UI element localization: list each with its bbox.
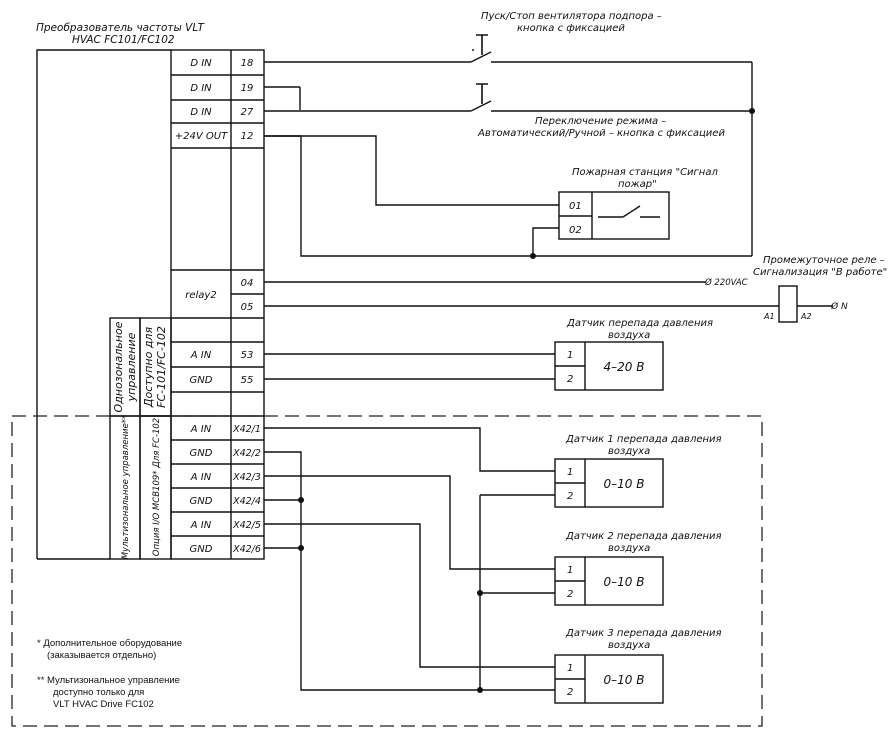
converter-title-line1: Преобразователь частоты VLT [36,22,205,34]
sensor-1-range: 0–10 В [604,477,645,491]
terminal-number-18: 18 [241,58,254,69]
terminal-number-x42-6: X42/6 [232,544,261,555]
terminal-label-din-19: D IN [190,83,212,94]
junction-dot [530,253,536,259]
terminal-label-gnd-x42-2: GND [190,448,213,459]
available-label-1: Доступно для [142,327,155,409]
relay-a2-label: A2 [800,312,812,321]
sensor-3-pin-1: 1 [567,663,573,674]
single-zone-label-2: управление [125,332,138,402]
sensor-3-pin-2: 2 [567,687,573,698]
note-1-line-1: * Дополнительное оборудование [37,638,182,649]
fire-station-title-1: Пожарная станция "Сигнал [572,167,718,178]
sensor-2-box [554,556,664,606]
sensor-2-range: 0–10 В [604,575,645,589]
relay-title-2: Сигнализация "В работе" [753,266,887,278]
multi-zone-label: Мультизональное управление** [121,415,131,560]
sensor-2-pin-1: 1 [567,565,573,576]
terminal-number-04: 04 [241,278,254,289]
sensor-0-pin-1: 1 [567,350,573,361]
relay-a1-label: A1 [763,312,775,321]
terminal-number-55: 55 [241,375,254,386]
terminal-label-gnd-55: GND [190,375,213,386]
note-1-line-2: (заказывается отдельно) [47,650,156,661]
terminal-number-05: 05 [241,302,254,313]
terminal-label-ain-53: A IN [190,350,212,361]
terminal-number-x42-5: X42/5 [232,520,261,531]
relay-voltage-label: Ø 220VAC [704,277,748,288]
terminal-number-12: 12 [241,131,254,142]
start-stop-button-symbol [264,34,752,63]
start-stop-label-1: Пуск/Стоп вентилятора подпора – [481,11,662,22]
sensor-1-pin-2: 2 [567,491,573,502]
note-2-line-2: доступно только для [53,687,144,698]
terminal-label-24v-out: +24V OUT [175,131,228,142]
wire-fire-02 [532,227,559,256]
sensor-0-range: 4–20 В [604,360,645,374]
terminal-label-din-18: D IN [190,58,212,69]
terminal-label-gnd-x42-6: GND [190,544,213,555]
junction-dot [749,108,755,114]
option-mcb109-label: Опция I/O MCB109* Для FC-102 [152,418,162,556]
sensor-3-range: 0–10 В [604,673,645,687]
sensor-0-title-2: воздуха [608,330,650,341]
note-2-line-1: ** Мультизональное управление [37,675,180,686]
wire-12-fire [264,135,377,148]
mode-switch-label-1: Переключение режима – [535,116,666,127]
sensor-1-box [554,458,664,508]
mcb109-wiring [264,427,555,693]
converter-boundary [36,49,171,559]
mode-switch-button-symbol [264,83,752,112]
sensor-0-pin-2: 2 [567,374,573,385]
terminal-number-x42-2: X42/2 [232,448,261,459]
sensor-1-title-2: воздуха [608,446,650,457]
relay-coil [778,285,798,323]
terminal-number-x42-1: X42/1 [232,424,261,435]
start-stop-label-2: кнопка с фиксацией [517,23,625,34]
converter-title-line2: HVAC FC101/FC102 [72,34,175,46]
fire-station-pin-01: 01 [569,201,582,212]
sensor-3-title-1: Датчик 3 перепада давления [565,628,722,639]
sensor-2-pin-2: 2 [567,589,573,600]
terminal-number-27: 27 [241,107,254,118]
terminal-number-x42-4: X42/4 [232,496,261,507]
fire-station-pin-02: 02 [569,225,582,236]
terminal-number-x42-3: X42/3 [232,472,261,483]
sensor-2-title-2: воздуха [608,543,650,554]
terminal-number-19: 19 [241,83,254,94]
terminal-label-ain-x42-1: A IN [190,424,212,435]
single-zone-label-1: Однозональное [112,321,125,412]
mode-switch-label-2: Автоматический/Ручной – кнопка с фиксаци… [477,128,725,139]
sensor-0-box [554,341,664,391]
relay-title-1: Промежуточное реле – [763,255,885,266]
fire-station-title-2: пожар" [618,179,657,190]
fire-station-contact [558,191,670,240]
wire-12 [264,135,752,257]
terminal-label-ain-x42-5: A IN [190,520,212,531]
sensor-0-title-1: Датчик перепада давления [566,318,713,329]
sensor-2-title-1: Датчик 2 перепада давления [565,531,722,542]
terminal-label-din-27: D IN [190,107,212,118]
wire-fire-01 [375,148,559,206]
sensor-1-pin-1: 1 [567,467,573,478]
sensor-3-box [554,654,664,704]
sensor-3-title-2: воздуха [608,640,650,651]
relay-neutral-label: Ø N [830,301,848,312]
option-boundary [11,415,763,727]
terminal-label-gnd-x42-4: GND [190,496,213,507]
note-2-line-3: VLT HVAC Drive FC102 [53,699,154,710]
terminal-label-ain-x42-3: A IN [190,472,212,483]
terminal-label-relay2: relay2 [185,290,216,301]
terminal-number-53: 53 [241,350,254,361]
sensor-1-title-1: Датчик 1 перепада давления [565,434,722,445]
available-label-2: FC-101/FC-102 [155,326,168,408]
